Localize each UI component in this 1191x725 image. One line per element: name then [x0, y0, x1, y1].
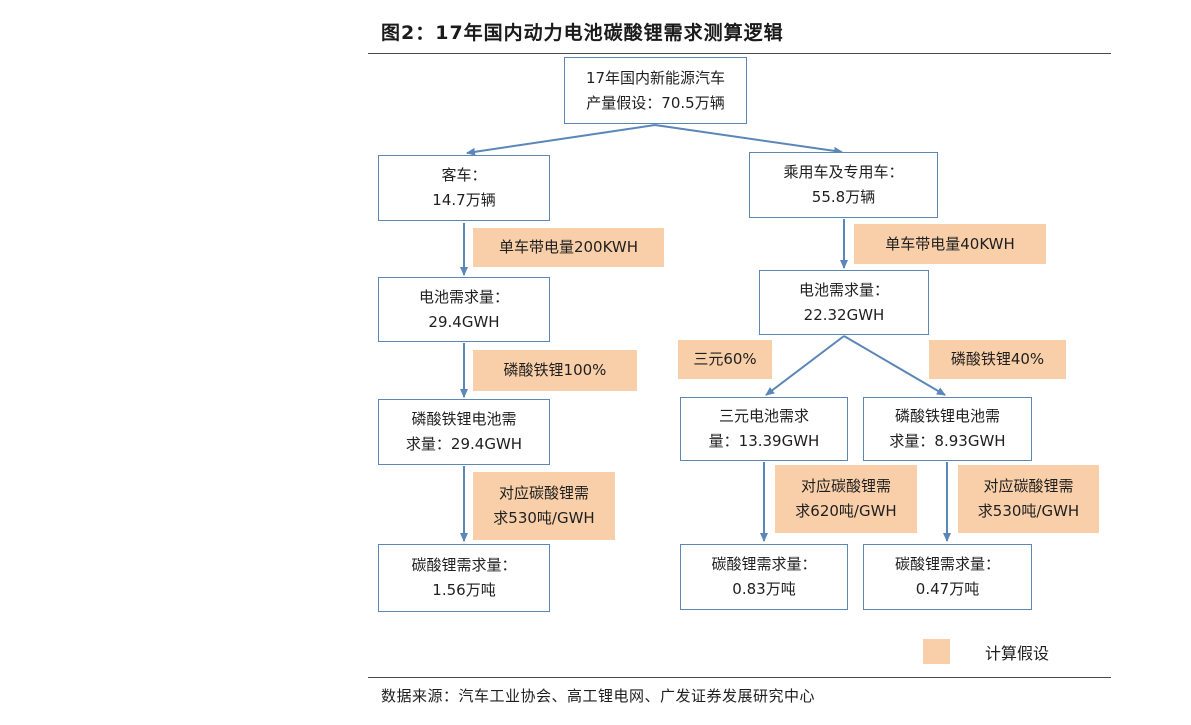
ternary-demand-line1: 三元电池需求 — [718, 407, 809, 425]
left-node-bus: 客车： 14.7万辆 — [378, 155, 550, 221]
arrow-right-to-ternary — [765, 335, 845, 396]
right-node-lfp-demand: 磷酸铁锂电池需 求量：8.93GWH — [863, 397, 1032, 461]
left-node-lfp-demand: 磷酸铁锂电池需 求量：29.4GWH — [378, 399, 550, 465]
right-node-passenger-special: 乘用车及专用车： 55.8万辆 — [749, 152, 938, 218]
bottom-rule — [368, 677, 1111, 678]
left-node-battery-demand: 电池需求量： 29.4GWH — [378, 277, 550, 342]
left-result-line1: 碳酸锂需求量： — [411, 556, 517, 574]
left-node-lithium-result: 碳酸锂需求量： 1.56万吨 — [378, 544, 550, 612]
lfp-share-text: 磷酸铁锂40% — [950, 350, 1045, 368]
source-note: 数据来源：汽车工业协会、高工锂电网、广发证券发展研究中心 — [381, 687, 816, 705]
right-assumption-lfp-lithium-per-gwh: 对应碳酸锂需 求530吨/GWH — [958, 465, 1099, 533]
left-assumption2-text: 磷酸铁锂100% — [503, 361, 607, 379]
right-vehicle-line2: 55.8万辆 — [811, 188, 876, 206]
right-node-battery-demand: 电池需求量： 22.32GWH — [759, 270, 929, 335]
left-assumption3-line1: 对应碳酸锂需 — [498, 484, 589, 502]
left-lfp-line1: 磷酸铁锂电池需 — [411, 410, 517, 428]
root-node-production: 17年国内新能源汽车 产量假设：70.5万辆 — [564, 57, 747, 124]
right-assumption-ternary-lithium-per-gwh: 对应碳酸锂需 求620吨/GWH — [775, 465, 917, 533]
figure-title: 图2：17年国内动力电池碳酸锂需求测算逻辑 — [381, 22, 784, 44]
left-assumption-battery-per-vehicle: 单车带电量200KWH — [473, 228, 664, 267]
right-assumption-battery-per-vehicle: 单车带电量40KWH — [854, 224, 1046, 264]
right-node-ternary-demand: 三元电池需求 量：13.39GWH — [680, 397, 848, 461]
lfp-assumption-line1: 对应碳酸锂需 — [983, 477, 1074, 495]
ternary-demand-line2: 量：13.39GWH — [708, 432, 820, 450]
right-assumption1-text: 单车带电量40KWH — [885, 234, 1015, 253]
root-line1: 17年国内新能源汽车 — [585, 68, 726, 87]
lfp-assumption-line2: 求530吨/GWH — [977, 502, 1080, 520]
right-battery-line2: 22.32GWH — [803, 305, 885, 324]
right-node-ternary-lithium-result: 碳酸锂需求量： 0.83万吨 — [680, 544, 848, 610]
left-battery-line2: 29.4GWH — [428, 312, 500, 331]
lfp-demand-line2: 求量：8.93GWH — [889, 432, 1006, 450]
legend-swatch — [923, 639, 950, 664]
left-assumption-lithium-per-gwh: 对应碳酸锂需 求530吨/GWH — [473, 472, 615, 540]
lfp-demand-line1: 磷酸铁锂电池需 — [894, 407, 1000, 425]
ternary-assumption-line2: 求620吨/GWH — [795, 502, 897, 520]
right-node-lfp-lithium-result: 碳酸锂需求量： 0.47万吨 — [863, 544, 1032, 610]
ternary-share-text: 三元60% — [693, 350, 757, 368]
arrow-root-to-left — [466, 124, 656, 156]
arrow-root-to-right — [654, 124, 843, 155]
ternary-result-line2: 0.83万吨 — [732, 580, 796, 598]
ternary-assumption-line1: 对应碳酸锂需 — [800, 477, 891, 495]
right-assumption-ternary-share: 三元60% — [678, 340, 772, 379]
left-battery-line1: 电池需求量： — [418, 287, 509, 306]
left-lfp-line2: 求量：29.4GWH — [405, 435, 523, 453]
lfp-result-line1: 碳酸锂需求量： — [894, 555, 1000, 573]
left-vehicle-line1: 客车： — [441, 166, 487, 184]
top-rule — [368, 53, 1111, 54]
left-assumption-lfp-share: 磷酸铁锂100% — [473, 350, 637, 391]
lfp-result-line2: 0.47万吨 — [915, 580, 980, 598]
right-assumption-lfp-share: 磷酸铁锂40% — [929, 340, 1066, 379]
left-assumption3-line2: 求530吨/GWH — [493, 509, 595, 527]
right-battery-line1: 电池需求量： — [798, 280, 889, 299]
left-assumption1-text: 单车带电量200KWH — [498, 238, 639, 256]
arrow-right-to-lfp — [843, 335, 946, 396]
ternary-result-line1: 碳酸锂需求量： — [711, 555, 817, 573]
left-vehicle-line2: 14.7万辆 — [432, 191, 496, 209]
right-vehicle-line1: 乘用车及专用车： — [783, 163, 904, 181]
root-line2: 产量假设：70.5万辆 — [586, 93, 725, 112]
legend-label: 计算假设 — [985, 644, 1050, 663]
left-result-line2: 1.56万吨 — [432, 581, 496, 599]
